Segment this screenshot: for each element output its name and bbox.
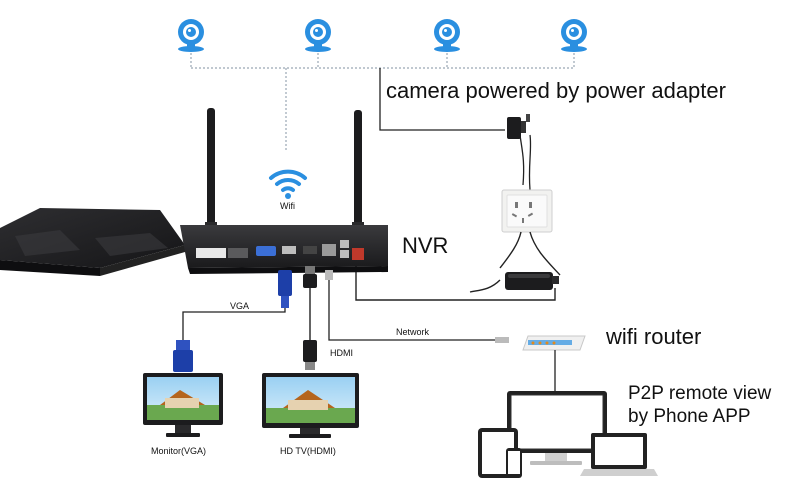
hdmi-tv [262, 373, 359, 438]
wifi-label: Wifi [280, 201, 295, 211]
wifi-camera-icon [305, 19, 331, 52]
nvr-label: NVR [402, 233, 449, 258]
wifi-router-label: wifi router [606, 324, 702, 349]
wifi-camera-icon [178, 19, 204, 52]
wifi-signal-icon [269, 169, 307, 192]
wifi-router [522, 335, 586, 351]
camera-link-lines [190, 53, 575, 152]
wifi-camera-icon [561, 19, 587, 52]
camera-power-cable [379, 68, 532, 191]
nvr-power-brick [505, 272, 559, 290]
nvr-power-cable [355, 231, 561, 301]
wall-socket [501, 189, 553, 233]
wifi-camera-icon [434, 19, 460, 52]
remote-devices [478, 391, 658, 478]
hdmi-cable [303, 266, 317, 370]
vga-label: VGA [230, 301, 250, 311]
hdmi-label: HDMI [330, 348, 353, 358]
p2p-label-line2: by Phone APP [628, 406, 751, 427]
p2p-label-line1: P2P remote view [628, 383, 772, 404]
vga-cable [173, 270, 292, 372]
nvr-device [180, 108, 388, 274]
monitor-label: Monitor(VGA) [151, 446, 207, 456]
wifi-dot [285, 193, 291, 199]
vga-monitor [143, 373, 223, 437]
camera-power-adapter [507, 114, 530, 139]
hdtv-label: HD TV(HDMI) [280, 446, 336, 456]
network-cable [325, 270, 509, 343]
nvr-rear-view [0, 208, 185, 276]
camera-power-label: camera powered by power adapter [386, 78, 726, 103]
network-label: Network [396, 327, 430, 337]
